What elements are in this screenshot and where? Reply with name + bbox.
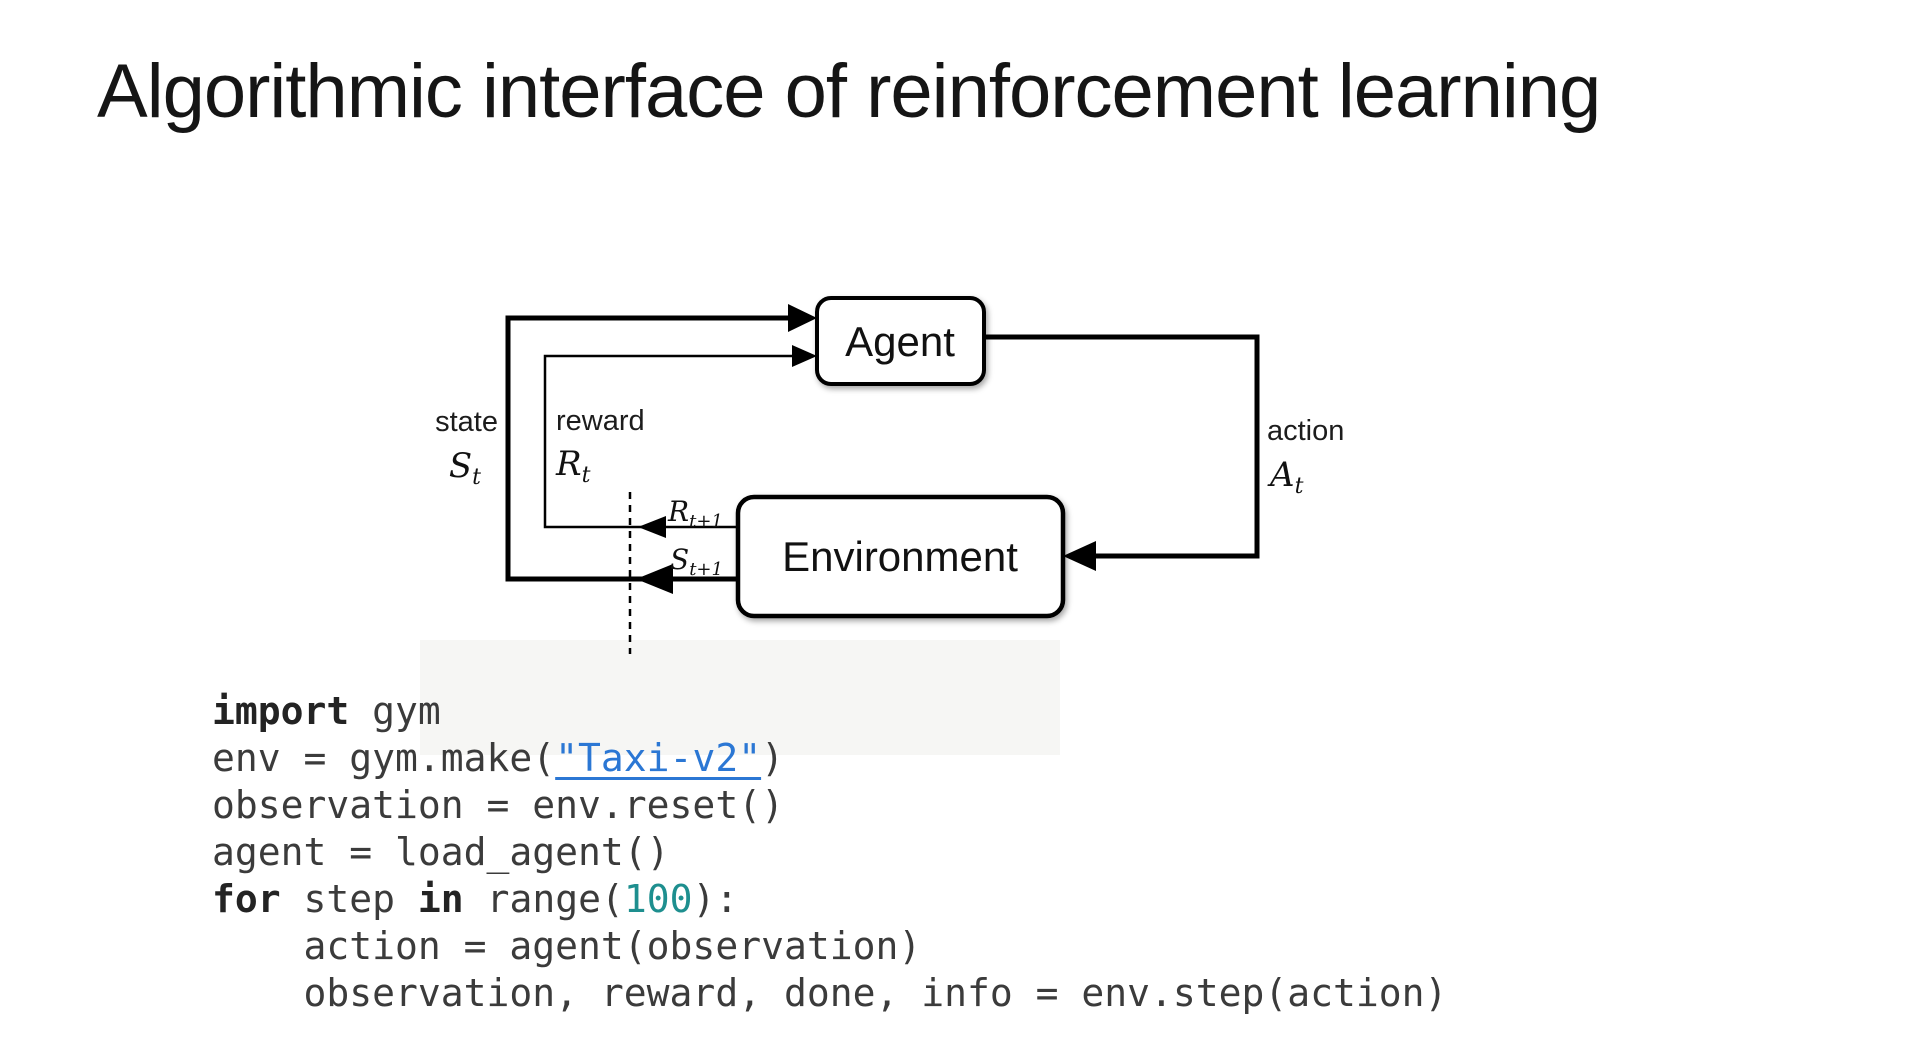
next-reward-arrowhead — [638, 516, 666, 538]
code-token-p: agent = load_agent() — [212, 830, 670, 874]
next-state-symbol: St+1 — [670, 543, 723, 580]
code-token-p: range( — [463, 877, 624, 921]
reward-symbol: Rt — [555, 444, 591, 488]
next-reward-symbol: Rt+1 — [667, 495, 723, 532]
code-token-p: ) — [761, 736, 784, 780]
taxi-v2-link[interactable]: "Taxi-v2" — [555, 736, 762, 780]
code-token-p: step — [280, 877, 418, 921]
state-symbol: St — [449, 446, 481, 490]
code-token-p: observation = env.reset() — [212, 783, 784, 827]
code-line: agent = load_agent() — [212, 829, 1447, 876]
action-label: action — [1267, 415, 1344, 447]
code-line: env = gym.make("Taxi-v2") — [212, 735, 1447, 782]
code-token-kw: in — [417, 877, 464, 921]
code-token-p: env = gym.make( — [212, 736, 556, 780]
reward-label: reward — [556, 405, 645, 437]
code-token-p: action = agent(observation) — [212, 924, 922, 968]
next-state-arrowhead — [636, 564, 673, 594]
environment-box-label: Environment — [782, 533, 1018, 580]
reward-to-agent-arrowhead — [792, 345, 817, 367]
code-line: for step in range(100): — [212, 876, 1447, 923]
state-label: state — [435, 406, 498, 438]
agent-box-label: Agent — [845, 318, 955, 365]
code-line: action = agent(observation) — [212, 923, 1447, 970]
code-line: observation = env.reset() — [212, 782, 1447, 829]
state-to-agent-arrowhead — [788, 304, 817, 332]
code-token-p: gym — [349, 689, 441, 733]
code-token-kw: import — [212, 689, 350, 733]
slide-title: Algorithmic interface of reinforcement l… — [97, 49, 1601, 134]
action-to-environment-arrowhead — [1063, 541, 1096, 571]
action-symbol: At — [1267, 455, 1304, 499]
state-loop-line — [505, 315, 806, 582]
code-token-num: 100 — [623, 877, 693, 921]
code-line: import gym — [212, 688, 1447, 735]
code-token-p: observation, reward, done, info = env.st… — [212, 971, 1448, 1015]
code-screenshot-artifact — [420, 640, 1060, 755]
environment-box — [735, 494, 1066, 619]
code-token-p: ): — [692, 877, 739, 921]
action-loop-line — [984, 334, 1260, 559]
agent-box — [815, 296, 986, 386]
code-token-kw: for — [212, 877, 281, 921]
code-line: observation, reward, done, info = env.st… — [212, 970, 1448, 1017]
